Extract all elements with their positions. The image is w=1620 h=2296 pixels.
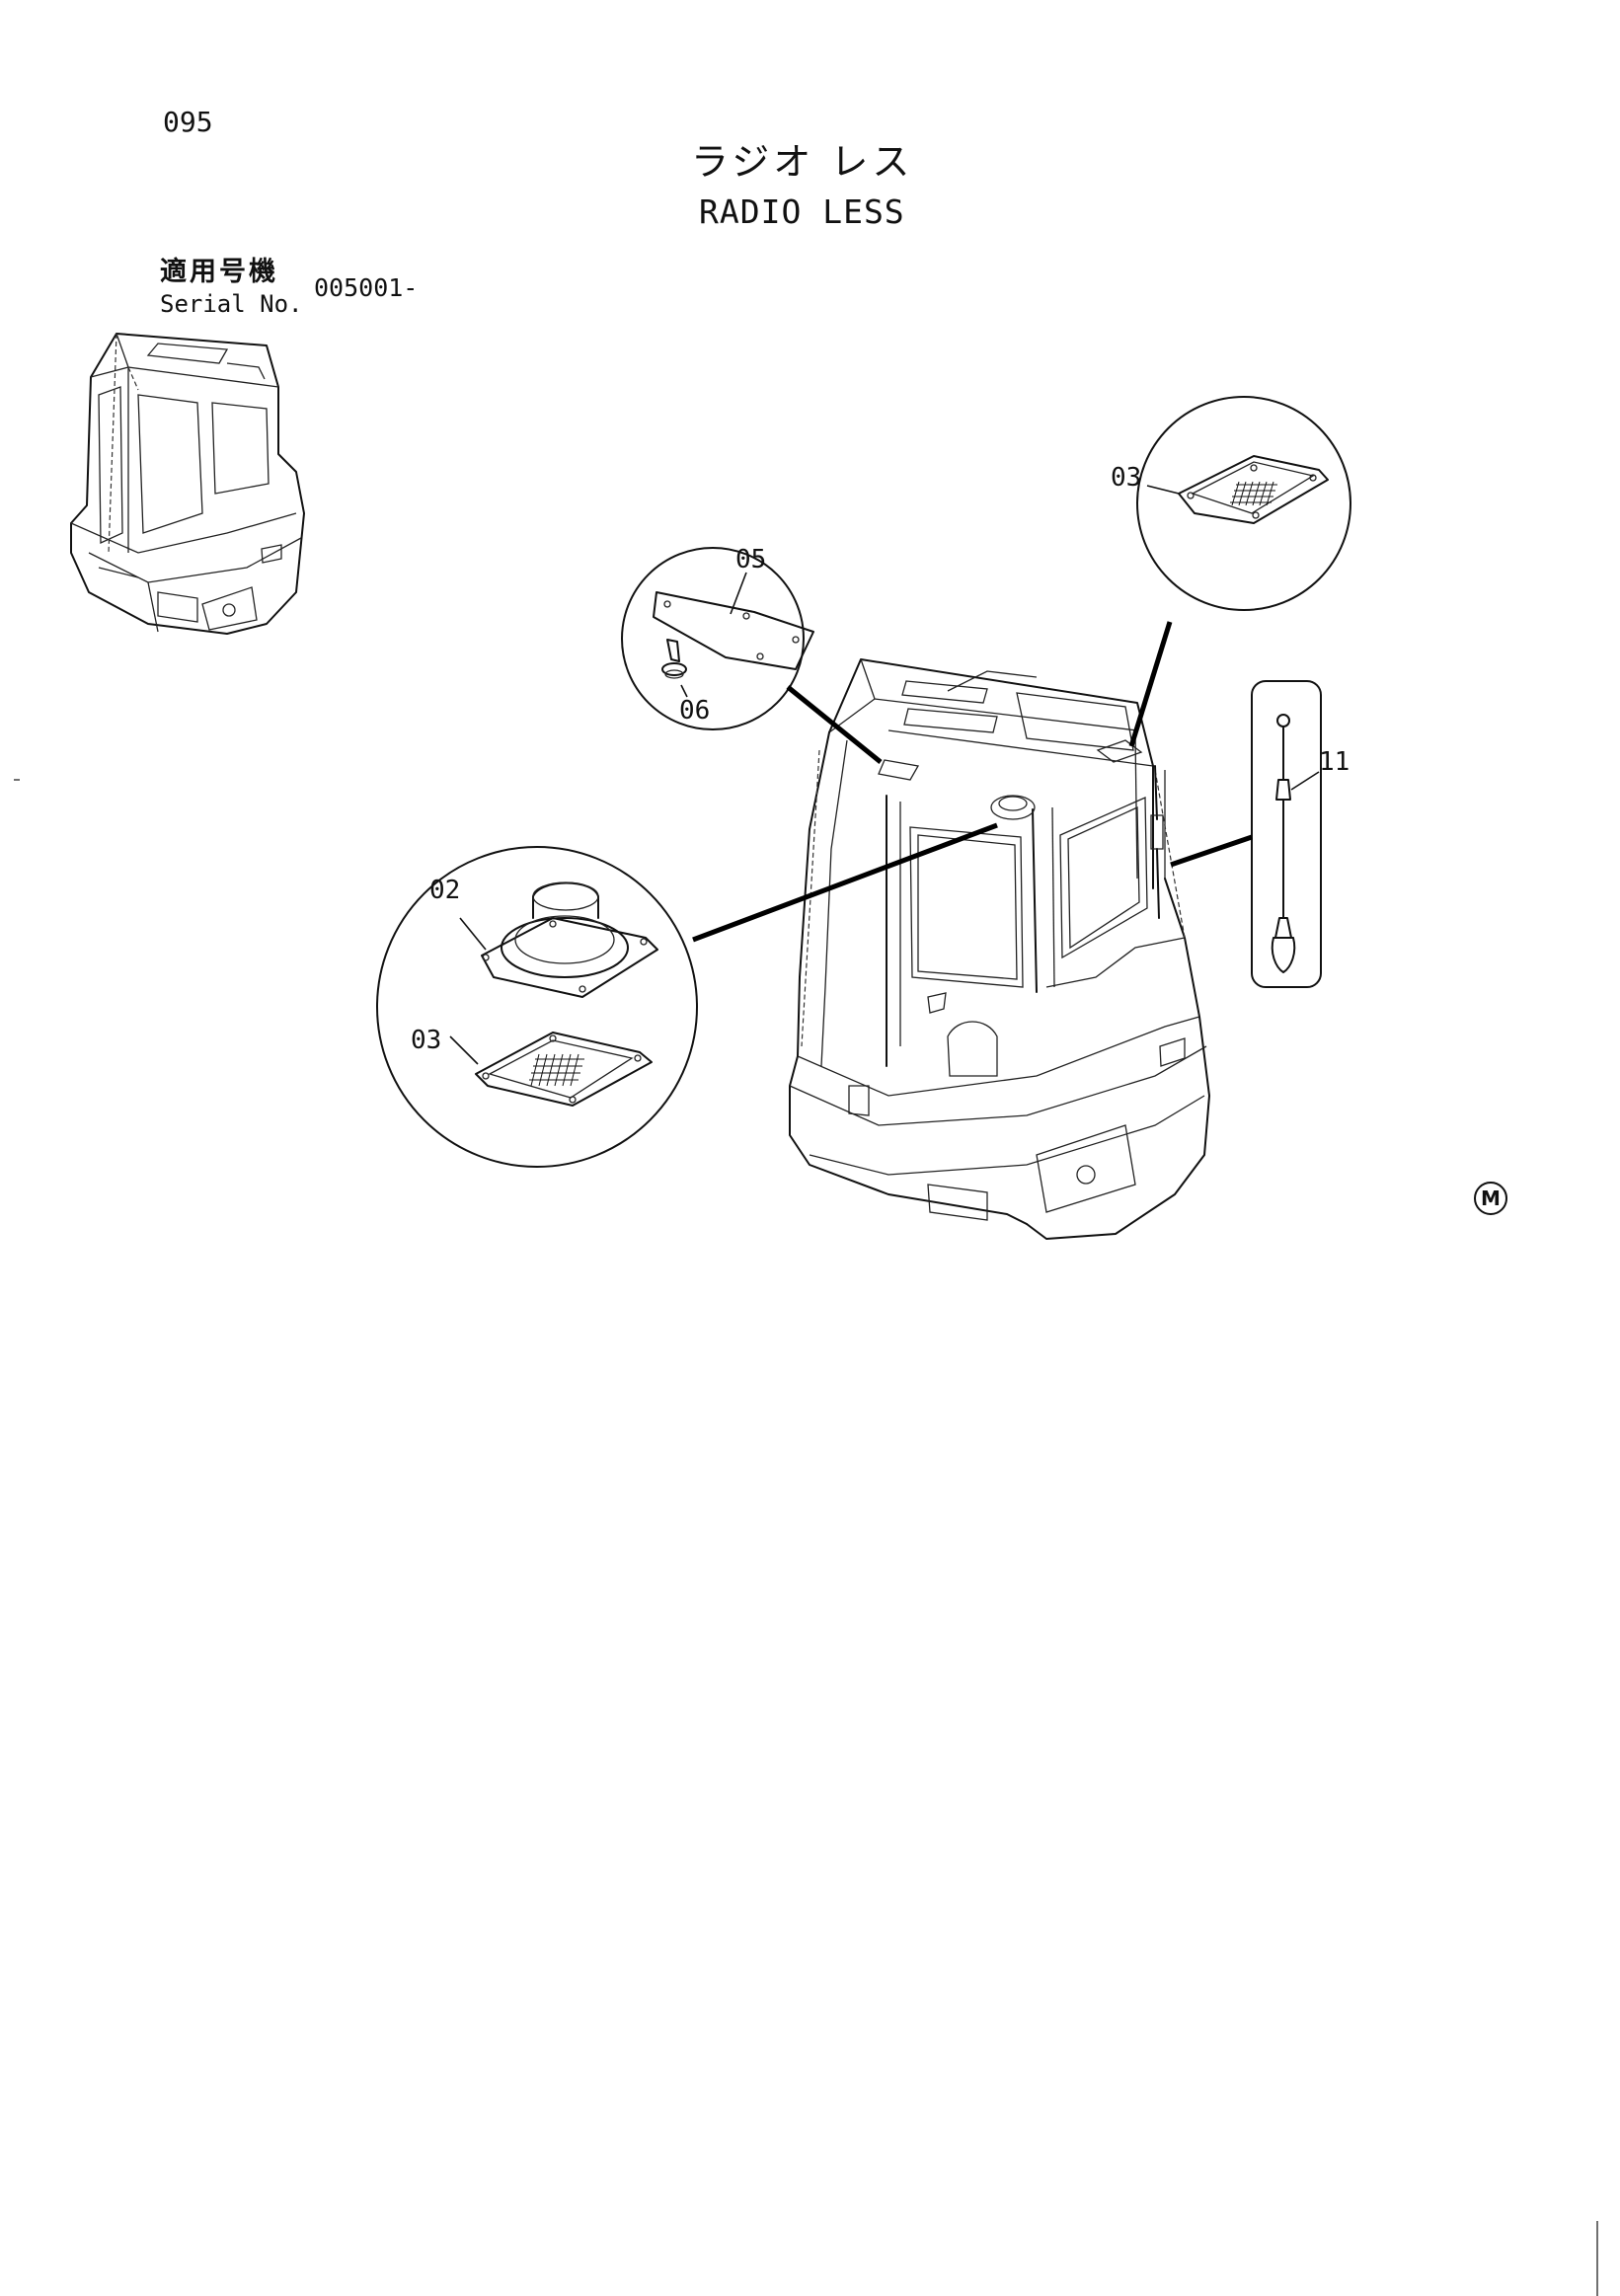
page-number: 095 <box>163 106 213 138</box>
detail-callout-antenna <box>1170 680 1322 988</box>
detail-callout-roof-cover <box>621 547 883 764</box>
manufacturer-mark: M <box>1474 1182 1507 1215</box>
callout-05: 05 <box>735 545 766 574</box>
detail-callout-speaker <box>376 822 998 1168</box>
callout-03-upper: 03 <box>1111 463 1141 493</box>
callout-11: 11 <box>1319 747 1350 777</box>
main-cab-illustration <box>789 658 1210 1240</box>
serial-label-japanese: 適用号機 <box>160 257 278 287</box>
serial-label: Serial No. <box>160 290 303 318</box>
serial-number-value: 005001- <box>314 273 419 302</box>
callout-03-lower: 03 <box>411 1026 441 1055</box>
page-title-japanese: ラジオ レス <box>691 140 914 184</box>
callout-06: 06 <box>679 696 710 726</box>
detail-callout-rear-grille <box>1128 396 1351 747</box>
overview-cab-illustration <box>70 333 305 635</box>
page-title: RADIO LESS <box>699 192 905 231</box>
callout-02: 02 <box>429 876 460 905</box>
